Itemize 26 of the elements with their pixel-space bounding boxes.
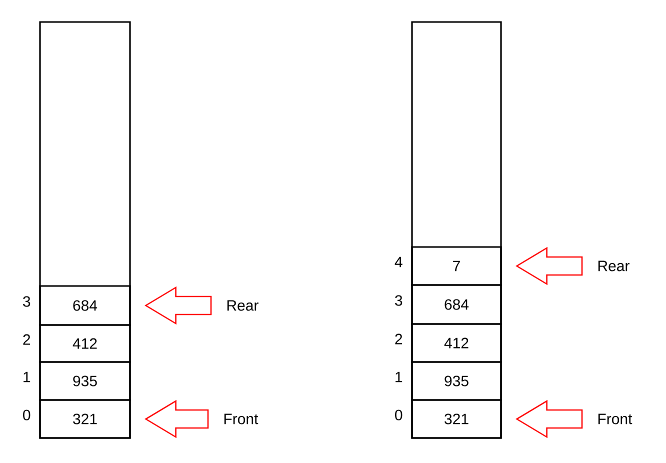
- pointer-label: Rear: [227, 300, 258, 311]
- index-number: 3: [23, 296, 30, 307]
- pointer-label: Front: [598, 414, 632, 424]
- stack-cell: 412: [39, 324, 131, 363]
- index-number: 4: [394, 256, 402, 268]
- block-arrow: [516, 400, 583, 438]
- stack-cell: 7: [411, 246, 502, 286]
- block-arrow: [144, 400, 209, 438]
- stack-cell: 684: [411, 284, 502, 325]
- pointer-label: Rear: [598, 260, 630, 272]
- index-number: 2: [23, 334, 30, 345]
- pointer-label: Front: [224, 414, 258, 424]
- stack-cell: 935: [411, 361, 502, 401]
- index-number: 0: [23, 410, 30, 420]
- stack-cell: 935: [39, 361, 131, 401]
- block-arrow: [144, 286, 212, 325]
- index-number: 0: [395, 410, 402, 420]
- stack-cell: 321: [39, 399, 131, 439]
- index-number: 2: [395, 334, 402, 344]
- block-arrow: [516, 246, 583, 286]
- index-number: 3: [395, 295, 402, 306]
- index-number: 1: [24, 372, 30, 382]
- index-number: 1: [396, 372, 402, 382]
- stack-cell: 412: [411, 323, 502, 363]
- stack-cell: 321: [411, 399, 502, 439]
- stack-cell: 684: [39, 285, 131, 326]
